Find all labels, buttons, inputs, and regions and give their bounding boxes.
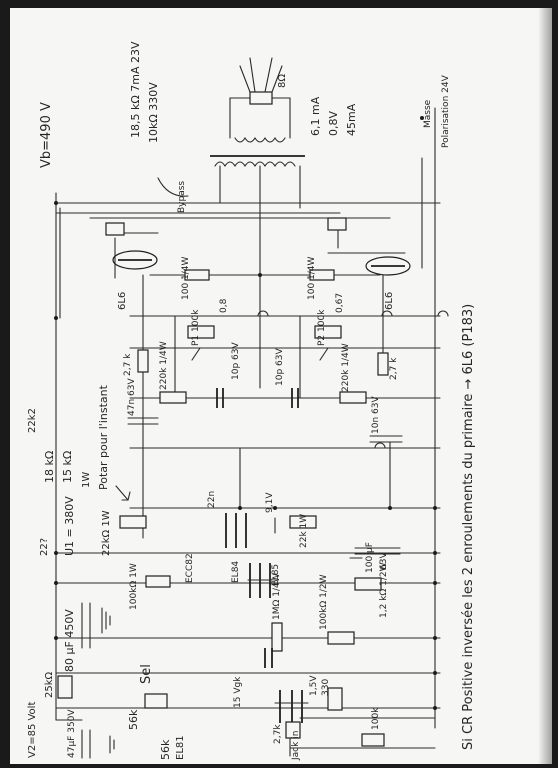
- voltage-v2: V2=85 Volt: [27, 701, 38, 758]
- cap-47u: 47µF 350V: [67, 709, 77, 758]
- res-56k-2: 56k: [127, 709, 140, 730]
- res-22k-stage: 22k 1W: [299, 513, 309, 548]
- cap-10n: 10n 63V: [371, 396, 381, 434]
- res-22k-1w: 22kΩ 1W: [101, 510, 112, 556]
- res-27k-right: 2,7 k: [389, 357, 399, 380]
- res-100-left: 100 1/4W: [181, 256, 191, 300]
- transformer-spec-1: 18,5 kΩ 7mA 23V: [129, 41, 142, 138]
- tube-data-3: 45mA: [345, 103, 358, 136]
- cap-22n: 22n: [207, 490, 217, 508]
- res-100k-1w: 100kΩ 1W: [129, 563, 139, 610]
- tube-el84: EL84: [231, 560, 241, 583]
- val-067: 0,67: [335, 292, 345, 313]
- heater-label: Polarisation 24V: [441, 75, 451, 148]
- input-jack-label: Jack in: [291, 730, 301, 760]
- cap-47n: 47n 63V: [127, 378, 137, 416]
- sel-label: Sel: [139, 664, 154, 684]
- tube-el81: EL81: [175, 735, 186, 760]
- schematic-drawing: [54, 57, 449, 759]
- tube-data-2: 0,8V: [327, 110, 340, 136]
- pot-p2: P2 100k: [317, 309, 327, 346]
- res-15k: 15 kΩ: [61, 450, 74, 483]
- volt-15vgk: 15 Vgk: [233, 676, 243, 708]
- voltage-u1-note: 22?: [39, 537, 50, 556]
- ground-label: Masse: [423, 99, 433, 128]
- tube-data-1: 6,1 mA: [309, 96, 322, 136]
- res-220k-left: 220k 1/4W: [159, 341, 169, 390]
- transformer-spec-2: 10kΩ 330V: [147, 82, 160, 143]
- pot-p1: P1 100k: [191, 309, 201, 346]
- res-27k-left: 2,7 k: [123, 353, 133, 376]
- pot-note: Potar pour l'instant: [97, 385, 110, 490]
- volt-9v1: 9,1V: [265, 492, 275, 513]
- val-08: 0,8: [219, 298, 229, 313]
- res-22k2-note: 22k2: [27, 408, 38, 433]
- res-220k-right: 220k 1/4W: [341, 343, 351, 392]
- res-1m: 1MΩ 1/4W: [272, 573, 282, 620]
- cap-10p-left: 10p 63V: [231, 342, 241, 380]
- tube-ecc82: ECC82: [185, 553, 195, 583]
- res-1k2: 1,2 kΩ 1/2W: [379, 562, 389, 618]
- cap-80u: 80 µF 450V: [63, 609, 76, 672]
- footer-note: Si CR Positive inversée les 2 enroulemen…: [461, 303, 476, 750]
- volt-1-5v: 1,5V: [309, 675, 319, 696]
- voltage-u1: U1 = 380V: [63, 496, 76, 556]
- schematic-sheet: Vb=490 V 18,5 kΩ 7mA 23V 10kΩ 330V 8Ω 6,…: [10, 8, 552, 764]
- tube-label-left: 6L6: [117, 291, 128, 310]
- speaker-label: 8Ω: [277, 73, 288, 88]
- cap-100u: 100 µF: [365, 542, 375, 573]
- watt-1w: 1W: [81, 471, 92, 488]
- res-56k: 56k: [159, 739, 172, 760]
- res-330: 330: [321, 678, 331, 696]
- res-27k-input: 2,7k: [273, 724, 283, 744]
- vb-label: Vb=490 V: [39, 102, 54, 168]
- cap-10p-right: 10p 63V: [275, 348, 285, 386]
- res-100-right: 100 1/4W: [307, 256, 317, 300]
- res-100k-half: 100kΩ 1/2W: [319, 574, 329, 630]
- res-100k-input: 100k: [371, 707, 381, 730]
- bypass-label: Bypass: [177, 180, 187, 213]
- tube-label-right: 6L6: [384, 291, 395, 310]
- res-18k: 18 kΩ: [43, 450, 56, 483]
- res-25k: 25kΩ: [44, 671, 55, 698]
